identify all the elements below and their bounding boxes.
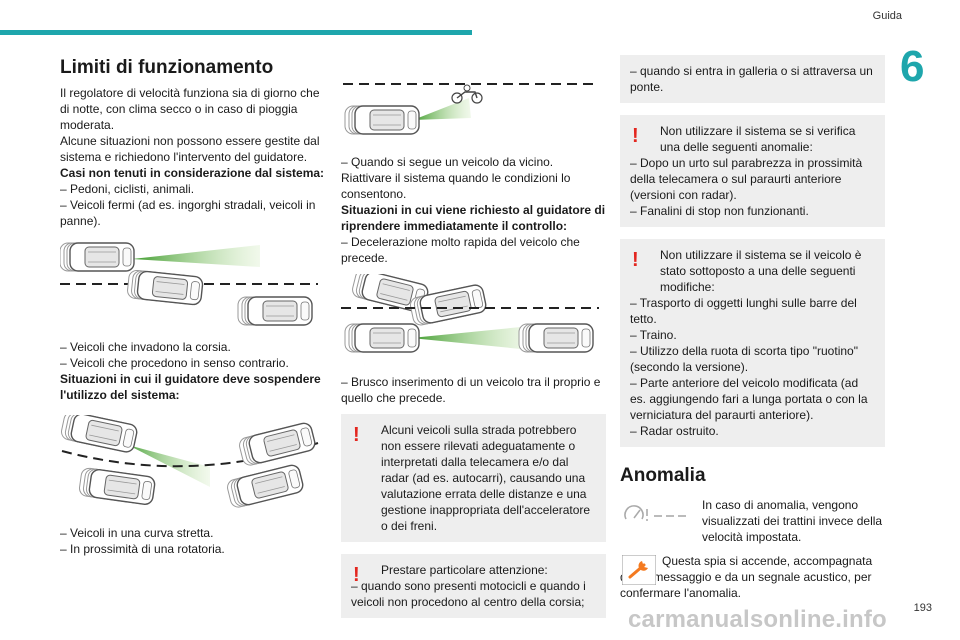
list-item: – Veicoli che procedono in senso contrar… bbox=[60, 356, 289, 370]
motorcycle-icon bbox=[451, 84, 483, 104]
list-item: Riattivare il sistema quando le condizio… bbox=[341, 171, 571, 201]
header-title: Guida bbox=[872, 10, 902, 22]
list-item: – Quando si segue un veicolo da vicino. bbox=[341, 155, 554, 169]
resume-heading: Situazioni in cui viene richiesto al gui… bbox=[341, 203, 606, 233]
header-accent-bar bbox=[0, 30, 472, 35]
warning-icon: ! bbox=[353, 424, 360, 446]
list-item: – Pedoni, ciclisti, animali. bbox=[60, 182, 195, 196]
anomaly-title: Anomalia bbox=[620, 465, 706, 486]
intro-text-2: Alcune situazioni non possono essere ges… bbox=[60, 134, 320, 164]
page-number: 193 bbox=[913, 602, 932, 614]
column-3: – quando si entra in galleria o si attra… bbox=[620, 55, 885, 609]
list-item: – Parte anteriore del veicolo modificata… bbox=[630, 376, 868, 422]
list-item: – Decelerazione molto rapida del veicolo… bbox=[341, 235, 580, 265]
illustration-close-following bbox=[343, 83, 599, 140]
not-considered-heading: Casi non tenuti in considerazione dal si… bbox=[60, 166, 325, 180]
warning-icon: ! bbox=[632, 125, 639, 147]
info-box: – quando si entra in galleria o si attra… bbox=[620, 55, 885, 103]
anomaly-text-2: Questa spia si accende, accompagnata da … bbox=[620, 554, 873, 600]
warning-text: Non utilizzare il sistema se il veicolo … bbox=[660, 248, 862, 294]
list-item: – Veicoli che invadono la corsia. bbox=[60, 340, 231, 354]
list-item: – Fanalini di stop non funzionanti. bbox=[630, 204, 809, 218]
list-item: – Dopo un urto sul parabrezza in prossim… bbox=[630, 156, 863, 202]
list-item: – Utilizzo della ruota di scorta tipo "r… bbox=[630, 344, 858, 374]
intro-text-1: Il regolatore di velocità funziona sia d… bbox=[60, 86, 320, 132]
warning-text: Alcuni veicoli sulla strada potrebbero n… bbox=[381, 423, 591, 533]
list-item: – Traino. bbox=[630, 328, 677, 342]
list-item: – Trasporto di oggetti lunghi sulle barr… bbox=[630, 296, 857, 326]
column-2: – Quando si segue un veicolo da vicino. … bbox=[341, 78, 606, 630]
anomaly-row-2: Questa spia si accende, accompagnata da … bbox=[620, 553, 885, 601]
list-item: – Veicoli fermi (ad es. ingorghi stradal… bbox=[60, 198, 316, 228]
anomaly-row-1: In caso di anomalia, vengono visualizzat… bbox=[620, 497, 885, 545]
warning-icon: ! bbox=[353, 564, 360, 586]
chapter-number: 6 bbox=[900, 42, 925, 91]
watermark: carmanualsonline.info bbox=[628, 606, 887, 633]
warning-text: – quando sono presenti motocicli e quand… bbox=[351, 579, 586, 609]
illustration-cut-in bbox=[341, 274, 599, 366]
warning-box: ! Alcuni veicoli sulla strada potrebbero… bbox=[341, 414, 606, 542]
cruise-dashes-icon bbox=[624, 505, 686, 521]
illustration-sharp-curve bbox=[60, 415, 319, 515]
column-1: Limiti di funzionamento Il regolatore di… bbox=[60, 57, 325, 557]
anomaly-text-1: In caso di anomalia, vengono visualizzat… bbox=[702, 498, 883, 544]
wrench-warning-icon bbox=[622, 555, 656, 585]
list-item: – Brusco inserimento di un veicolo tra i… bbox=[341, 375, 601, 405]
suspend-heading: Situazioni in cui il guidatore deve sosp… bbox=[60, 372, 321, 402]
info-text: – quando si entra in galleria o si attra… bbox=[630, 64, 873, 94]
warning-box: ! Prestare particolare attenzione: – qua… bbox=[341, 554, 606, 618]
warning-text: Non utilizzare il sistema se si verifica… bbox=[660, 124, 856, 154]
section-title: Limiti di funzionamento bbox=[60, 57, 274, 78]
warning-box: ! Non utilizzare il sistema se il veicol… bbox=[620, 239, 885, 447]
list-item: – Veicoli in una curva stretta. bbox=[60, 526, 214, 540]
list-item: – Radar ostruito. bbox=[630, 424, 719, 438]
warning-box: ! Non utilizzare il sistema se si verifi… bbox=[620, 115, 885, 227]
warning-text: Prestare particolare attenzione: bbox=[381, 563, 548, 577]
warning-icon: ! bbox=[632, 249, 639, 271]
list-item: – In prossimità di una rotatoria. bbox=[60, 542, 225, 556]
illustration-lane-invasion bbox=[60, 239, 318, 331]
